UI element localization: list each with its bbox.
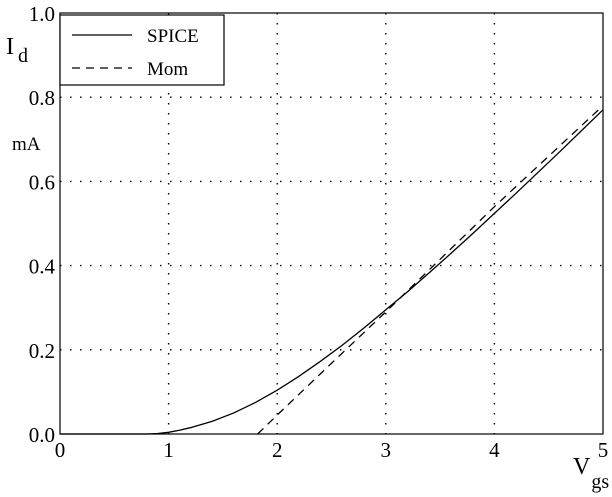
x-tick-label-5: 5 (598, 438, 609, 462)
series-line-1 (257, 105, 604, 435)
x-tick-label-2: 2 (272, 438, 283, 462)
y-tick-label-3: 0.6 (29, 170, 55, 194)
x-tick-label-3: 3 (381, 438, 392, 462)
legend: SPICE Mom (59, 14, 225, 86)
tick-labels: 0 1 2 3 4 5 0.0 0.2 0.4 0.6 0.8 1.0 (29, 2, 609, 462)
x-axis-label: Vgs (573, 454, 609, 493)
y-tick-label-5: 1.0 (29, 2, 55, 26)
y-tick-label-1: 0.2 (29, 339, 55, 363)
grid-lines (60, 13, 603, 434)
series-layer (60, 105, 604, 435)
x-tick-label-1: 1 (163, 438, 174, 462)
x-tick-label-0: 0 (55, 438, 66, 462)
x-tick-label-4: 4 (489, 438, 500, 462)
y-axis-label-sub: d (18, 45, 28, 67)
y-axis-label-main: I (6, 34, 14, 60)
series-line-0 (60, 109, 604, 435)
legend-label-spice: SPICE (147, 26, 199, 47)
plot-frame (59, 12, 604, 435)
x-axis-label-main: V (573, 454, 591, 480)
y-tick-label-0: 0.0 (29, 423, 55, 447)
y-tick-label-4: 0.8 (29, 86, 55, 110)
y-tick-label-2: 0.4 (29, 255, 56, 279)
legend-label-mom: Mom (147, 59, 188, 80)
legend-box (59, 14, 225, 86)
y-axis-unit: mA (12, 134, 41, 155)
x-axis-label-sub: gs (591, 471, 609, 493)
